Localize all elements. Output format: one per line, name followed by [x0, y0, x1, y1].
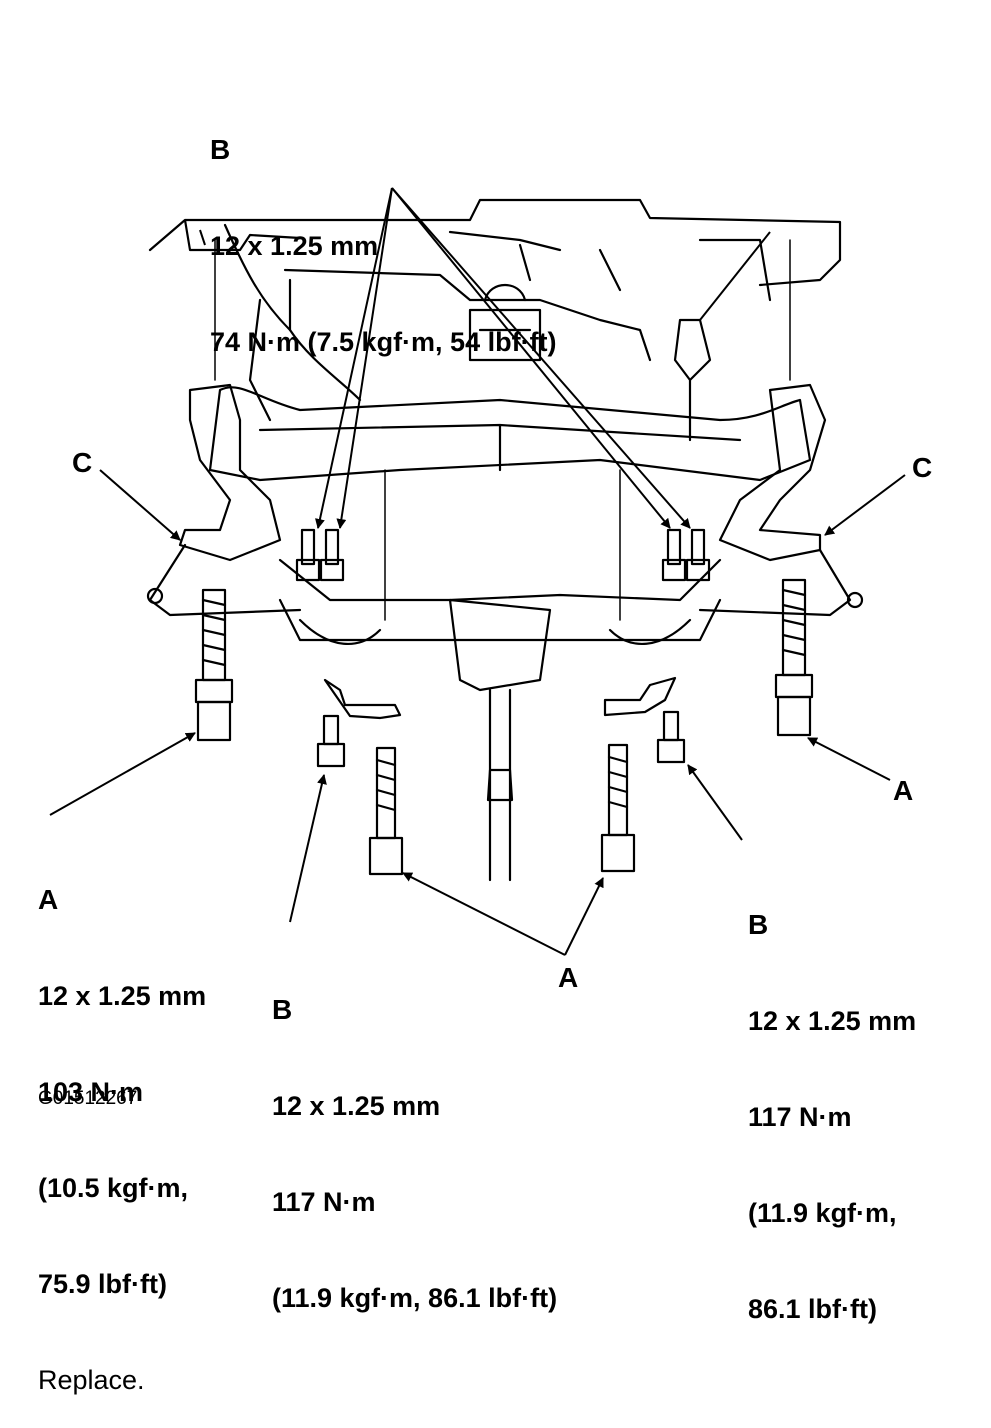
label-right-c: C: [912, 452, 933, 483]
label-left-c: C: [72, 447, 93, 478]
leader-right-a: [807, 737, 891, 781]
label-right-b: B 12 x 1.25 mm 117 N·m (11.9 kgf·m, 86.1…: [748, 845, 916, 1357]
label-left-a: A 12 x 1.25 mm 103 N·m (10.5 kgf·m, 75.9…: [38, 820, 206, 1428]
leader-bottom-b: [289, 774, 327, 923]
bolt-bottom-b: [316, 714, 346, 768]
leader-top-b-3: [391, 187, 671, 529]
steering-column: [448, 598, 552, 882]
label-right-a: A: [893, 775, 914, 806]
label-top-b-torque: 74 N·m (7.5 kgf·m, 54 lbf·ft): [210, 327, 557, 357]
engine-outline: [248, 238, 772, 422]
label-bottom-b-torque-alt: (11.9 kgf·m, 86.1 lbf·ft): [272, 1283, 558, 1313]
label-bottom-b: B 12 x 1.25 mm 117 N·m (11.9 kgf·m, 86.1…: [272, 930, 557, 1346]
body-frame-outline: [148, 198, 842, 287]
label-right-b-torque: 117 N·m: [748, 1102, 852, 1132]
label-left-a-size: 12 x 1.25 mm: [38, 981, 207, 1011]
label-right-b-torque-alt2: 86.1 lbf·ft): [748, 1294, 878, 1324]
lower-frame: [278, 558, 722, 642]
leader-left-a: [49, 732, 196, 816]
left-subframe-arm: [178, 383, 282, 562]
label-top-b-letter: B: [210, 134, 231, 165]
label-bottom-a: A: [558, 962, 579, 993]
label-left-a-torque-alt1: (10.5 kgf·m,: [38, 1173, 189, 1203]
label-left-a-note: Replace.: [38, 1365, 145, 1395]
label-bottom-b-size: 12 x 1.25 mm: [272, 1091, 441, 1121]
label-left-a-torque: 103 N·m: [38, 1077, 144, 1107]
rear-mount-bracket: [673, 318, 712, 442]
label-bottom-b-letter: B: [272, 994, 293, 1025]
label-left-a-letter: A: [38, 884, 59, 915]
label-right-b-size: 12 x 1.25 mm: [748, 1006, 917, 1036]
leader-top-b-1: [315, 187, 393, 529]
leader-top-b-2: [336, 187, 393, 529]
subframe-diagram: [49, 187, 906, 956]
right-bracket: [603, 676, 677, 717]
label-left-a-torque-alt2: 75.9 lbf·ft): [38, 1269, 168, 1299]
leader-bottom-a-r: [564, 877, 604, 956]
label-bottom-b-torque: 117 N·m: [272, 1187, 376, 1217]
crossmember: [208, 386, 812, 482]
leader-right-c: [824, 474, 906, 536]
label-top-b: B 12 x 1.25 mm 74 N·m (7.5 kgf·m, 54 lbf…: [210, 70, 557, 390]
label-right-b-torque-alt1: (11.9 kgf·m,: [748, 1198, 897, 1228]
bolt-bottom-a-right: [600, 743, 636, 873]
leader-bottom-a-l: [402, 872, 566, 956]
leader-left-c: [99, 469, 181, 541]
leader-top-b-4: [391, 187, 691, 529]
steering-hose: [223, 223, 362, 402]
left-bracket: [323, 678, 402, 720]
bolt-bottom-a-left: [368, 746, 404, 876]
label-right-b-letter: B: [748, 909, 769, 940]
label-top-b-size: 12 x 1.25 mm: [210, 231, 379, 261]
right-subframe-arm: [718, 383, 827, 562]
bolt-left-a: [194, 588, 234, 742]
bolt-right-a: [774, 578, 814, 737]
figure-id: G01512267: [38, 1088, 138, 1109]
leader-right-b: [687, 764, 743, 841]
bolt-right-b: [656, 710, 686, 764]
